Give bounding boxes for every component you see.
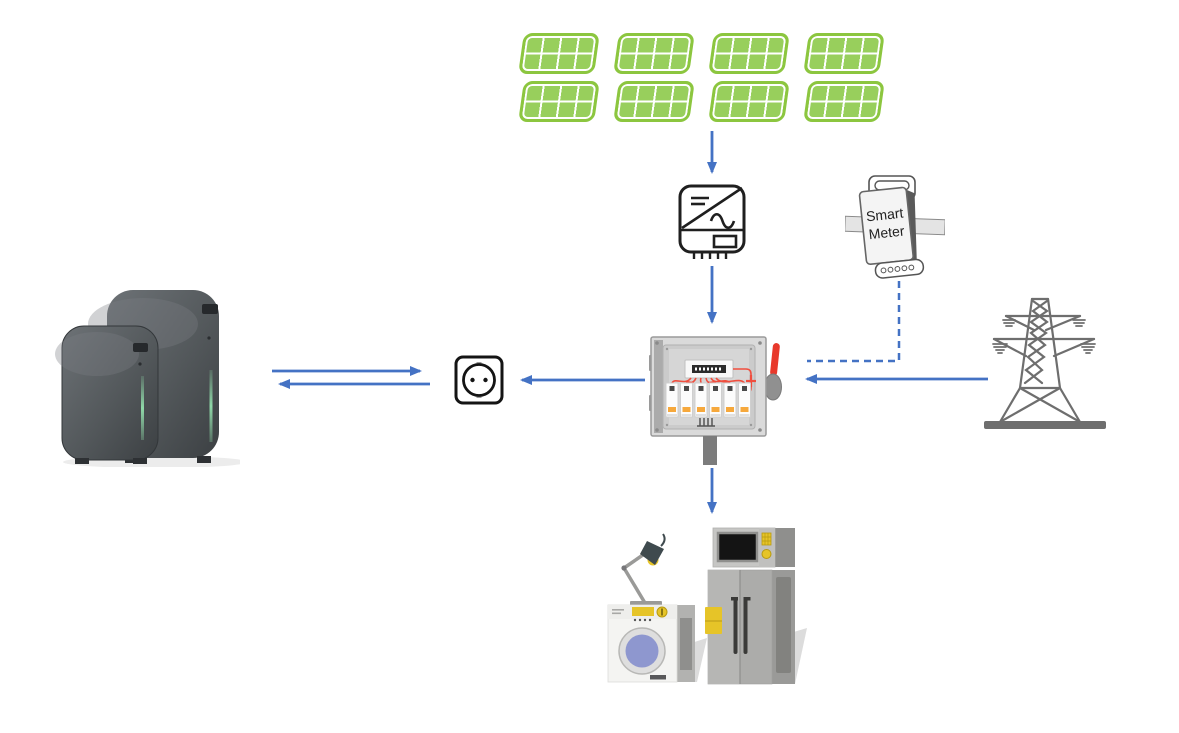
solar-panel-icon <box>518 33 600 74</box>
box-stem <box>703 436 717 465</box>
grid-tower-icon <box>984 297 1106 429</box>
fridge-handle-right <box>743 597 748 654</box>
battery-unit-front <box>55 325 159 464</box>
battery-display <box>202 304 218 314</box>
socket-icon <box>454 355 504 405</box>
appliances-icon <box>607 527 807 685</box>
microwave-window <box>716 531 759 563</box>
solar-panel-row <box>518 33 893 74</box>
fridge-handle-left <box>733 597 738 654</box>
distribution-box-icon <box>649 336 782 465</box>
circuit-breakers <box>665 382 751 418</box>
solar-panel-icon <box>708 81 790 122</box>
battery-storage-icon <box>55 290 240 467</box>
battery-display <box>133 343 148 352</box>
desk-lamp <box>621 533 666 606</box>
solar-panel-icon <box>708 33 790 74</box>
solar-array <box>518 33 893 125</box>
dashed-line-meter-to-box <box>807 281 901 363</box>
solar-panel-icon <box>518 81 600 122</box>
solar-panel-icon <box>613 81 695 122</box>
box-knob <box>764 373 782 401</box>
refrigerator <box>705 569 795 685</box>
box-lever <box>770 343 780 376</box>
microwave <box>712 527 795 568</box>
inverter-icon <box>678 184 746 259</box>
solar-panel-icon <box>803 33 885 74</box>
microwave-knob <box>761 549 772 559</box>
washer-display <box>632 607 654 616</box>
box-screws <box>655 341 762 432</box>
solar-panel-icon <box>613 33 695 74</box>
inverter-pins <box>692 252 728 259</box>
battery-led-strip <box>209 370 213 442</box>
washing-machine <box>607 604 695 683</box>
solar-panel-row <box>518 81 893 122</box>
lamp-head <box>640 541 664 565</box>
smart-meter-label-line2: Meter <box>868 223 906 243</box>
solar-panel-icon <box>803 81 885 122</box>
smart-meter-icon: Smart Meter <box>845 175 945 279</box>
box-comb <box>697 418 715 427</box>
insulators <box>992 319 1096 354</box>
module-display-segments <box>695 367 721 371</box>
meter-terminals <box>880 264 915 274</box>
microwave-keypad <box>761 532 772 546</box>
battery-led-strip <box>141 376 144 440</box>
smart-meter-label-line1: Smart <box>865 205 904 225</box>
